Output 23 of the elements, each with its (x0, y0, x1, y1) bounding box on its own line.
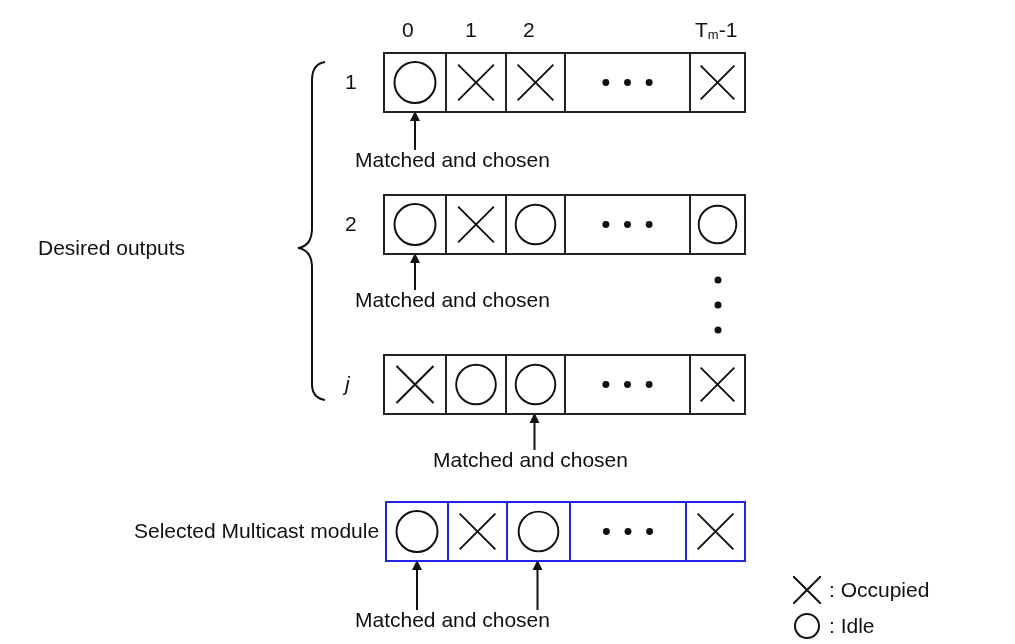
column-index: 1 (465, 18, 477, 42)
arrow (412, 559, 422, 611)
row-label: Selected Multicast module (134, 519, 380, 543)
group-label: Desired outputs (38, 236, 186, 260)
arrow (532, 559, 543, 611)
slot-row (383, 52, 746, 113)
column-index: 0 (402, 18, 414, 42)
slot-row (383, 354, 746, 415)
arrow (410, 110, 420, 151)
column-index: T$_{m}$-1 (695, 18, 738, 44)
legend-label: : Occupied (829, 578, 930, 601)
slot-row (383, 194, 746, 255)
annotation-text: Matched and chosen (355, 148, 550, 172)
row-label: 1 (345, 70, 357, 94)
annotation-text: Matched and chosen (433, 448, 628, 472)
annotation-text: Matched and chosen (355, 288, 550, 312)
row-label: 2 (345, 212, 357, 236)
annotation-text: Matched and chosen (355, 608, 550, 632)
arrow (410, 252, 420, 291)
column-index: 2 (523, 18, 535, 42)
arrow (529, 412, 540, 451)
legend-label: : Idle (829, 614, 875, 637)
slot-row (385, 501, 746, 562)
